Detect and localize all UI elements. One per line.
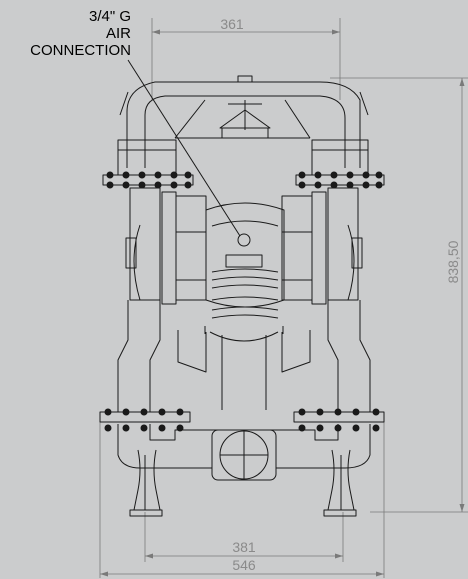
right-chamber (281, 187, 363, 305)
bottom-flange-bolts (104, 408, 380, 432)
callout-leader-line (127, 59, 241, 237)
callout-line-3: CONNECTION (30, 42, 131, 59)
callout-line-1: 3/4" G (89, 8, 131, 25)
dimension-arrows (100, 29, 465, 577)
lower-housing (117, 300, 371, 412)
right-foot (323, 449, 357, 517)
dimension-height: 838,50 (445, 240, 461, 283)
top-flange-bolts (106, 171, 383, 189)
dimension-overall-width: 546 (232, 557, 256, 573)
dimension-lines (99, 18, 468, 578)
dimension-top-width: 361 (220, 16, 244, 32)
center-discharge-pipe (204, 326, 284, 410)
dimension-inner-base-width: 381 (232, 539, 256, 555)
top-flanges (102, 139, 385, 186)
center-block (205, 202, 285, 319)
air-connection-callout: 3/4" G AIR CONNECTION (30, 8, 241, 237)
left-chamber (125, 187, 207, 305)
pump-body (99, 75, 385, 517)
top-manifold (119, 75, 369, 168)
left-foot (129, 449, 163, 517)
callout-line-2: AIR (106, 25, 131, 42)
air-inlet-port (237, 233, 251, 247)
bottom-manifold (117, 424, 371, 481)
